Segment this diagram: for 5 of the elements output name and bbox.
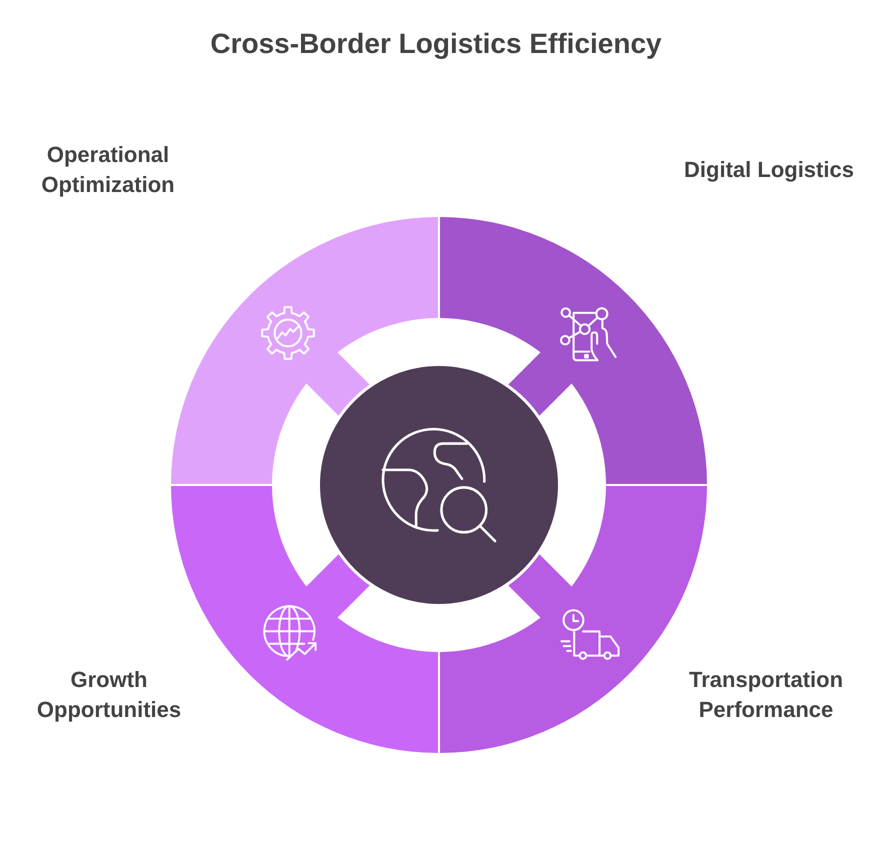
segment-label: Digital Logistics (684, 156, 854, 184)
segment-label: Growth Opportunities (36, 666, 182, 724)
segment-label: Operational Optimization (41, 141, 175, 199)
segment-label: Transportation Performance (689, 666, 843, 724)
diagram-title: Cross-Border Logistics Efficiency (210, 27, 662, 61)
